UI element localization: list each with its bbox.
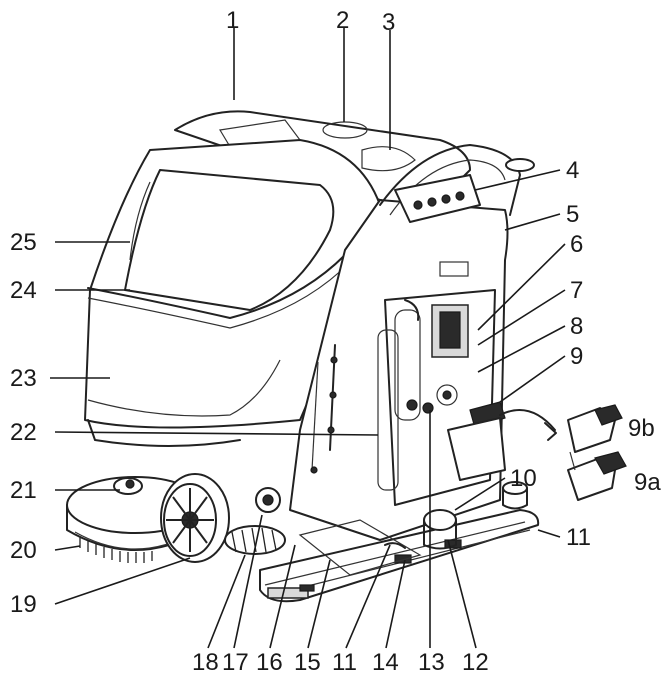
callout-15: 15 xyxy=(294,649,321,676)
callout-21: 21 xyxy=(10,477,37,504)
callout-5: 5 xyxy=(566,201,579,228)
callout-11-right: 11 xyxy=(566,524,591,551)
callout-17: 17 xyxy=(222,649,249,676)
squeegee-assembly xyxy=(259,481,540,603)
callout-2: 2 xyxy=(336,7,349,34)
callout-11-bottom: 11 xyxy=(332,649,357,676)
callout-18: 18 xyxy=(192,649,219,676)
rear-wheel xyxy=(160,473,230,563)
callout-19: 19 xyxy=(10,591,37,618)
callout-23: 23 xyxy=(10,365,37,392)
callout-1: 1 xyxy=(226,7,239,34)
callout-24: 24 xyxy=(10,277,37,304)
machine-illustration xyxy=(66,110,627,603)
callout-25: 25 xyxy=(10,229,37,256)
pedal-detail xyxy=(499,404,627,501)
callout-9a: 9a xyxy=(634,469,661,496)
callout-16: 16 xyxy=(256,649,283,676)
machine-body xyxy=(84,110,535,541)
callout-22: 22 xyxy=(10,419,37,446)
callout-4: 4 xyxy=(566,157,579,184)
callout-9b: 9b xyxy=(628,415,655,442)
callout-3: 3 xyxy=(382,9,395,36)
callout-20: 20 xyxy=(10,537,37,564)
callout-7: 7 xyxy=(570,277,583,304)
side-brush xyxy=(224,487,286,555)
callout-6: 6 xyxy=(570,231,583,258)
callout-10: 10 xyxy=(510,465,537,492)
callout-9: 9 xyxy=(570,343,583,370)
callout-8: 8 xyxy=(570,313,583,340)
callout-labels: 1 2 3 4 5 6 7 8 9 9b 9a 10 11 25 24 23 2… xyxy=(10,7,661,676)
callout-13: 13 xyxy=(418,649,445,676)
callout-12: 12 xyxy=(462,649,489,676)
callout-14: 14 xyxy=(372,649,399,676)
leader-lines xyxy=(50,28,566,649)
